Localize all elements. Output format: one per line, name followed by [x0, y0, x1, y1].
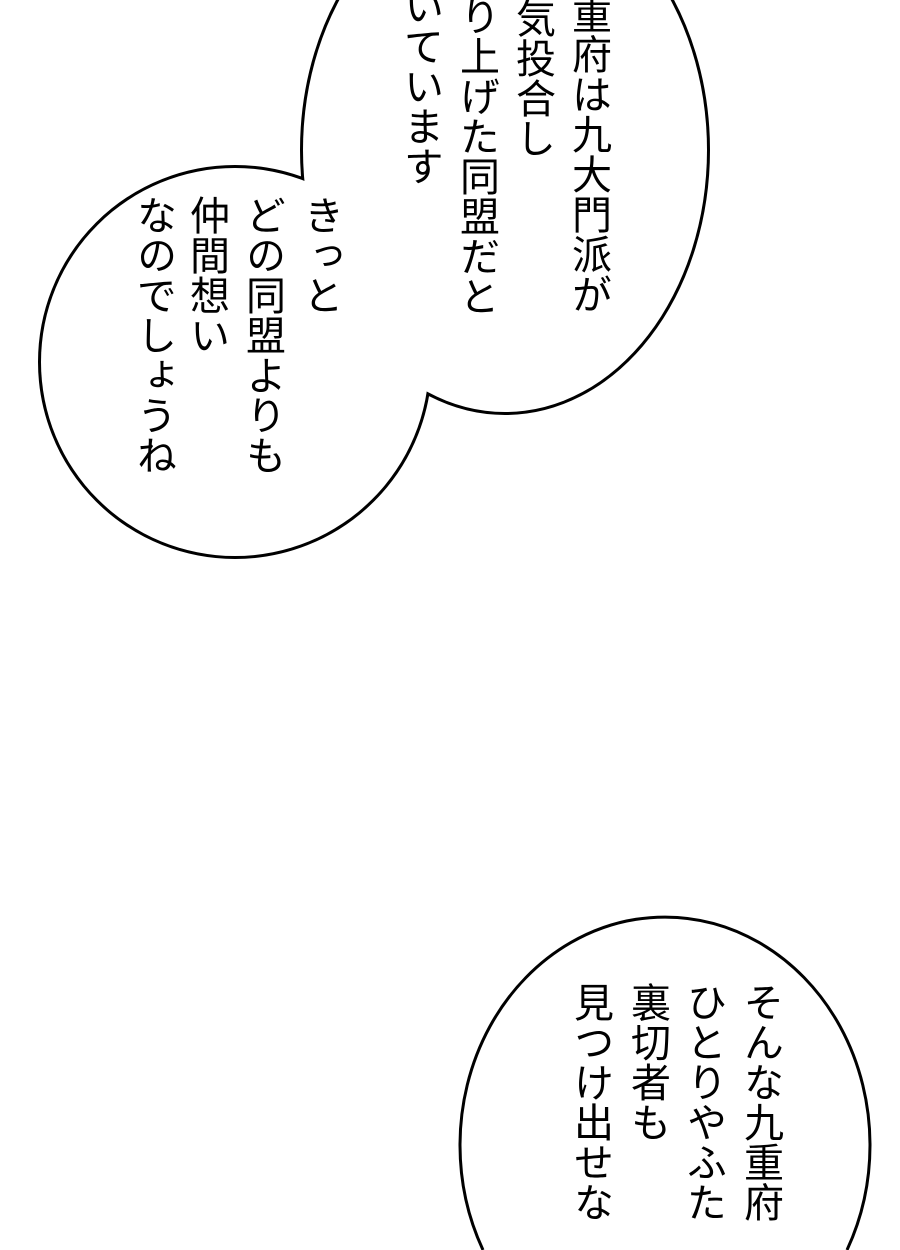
- text-line: そんな九重府: [737, 982, 783, 1222]
- text-line: いています: [397, 0, 443, 186]
- speech-bubble-top-outline: [38, 0, 710, 559]
- text-line: 重府は九大門派が: [565, 0, 611, 314]
- text-line: 見つけ出せな: [567, 982, 613, 1222]
- text-line: 裏切者も: [624, 982, 670, 1142]
- text-line: どの同盟よりも: [239, 195, 285, 475]
- text-line: なのでしょうね: [130, 195, 176, 475]
- text-line: 気投合し: [509, 0, 555, 158]
- text-line: ひとりやふた: [680, 982, 726, 1222]
- text-line: 仲間想い: [183, 195, 229, 355]
- text-line: きっと: [297, 195, 343, 315]
- speech-bubble-bottom: [458, 915, 872, 1250]
- text-line: り上げた同盟だと: [453, 0, 499, 316]
